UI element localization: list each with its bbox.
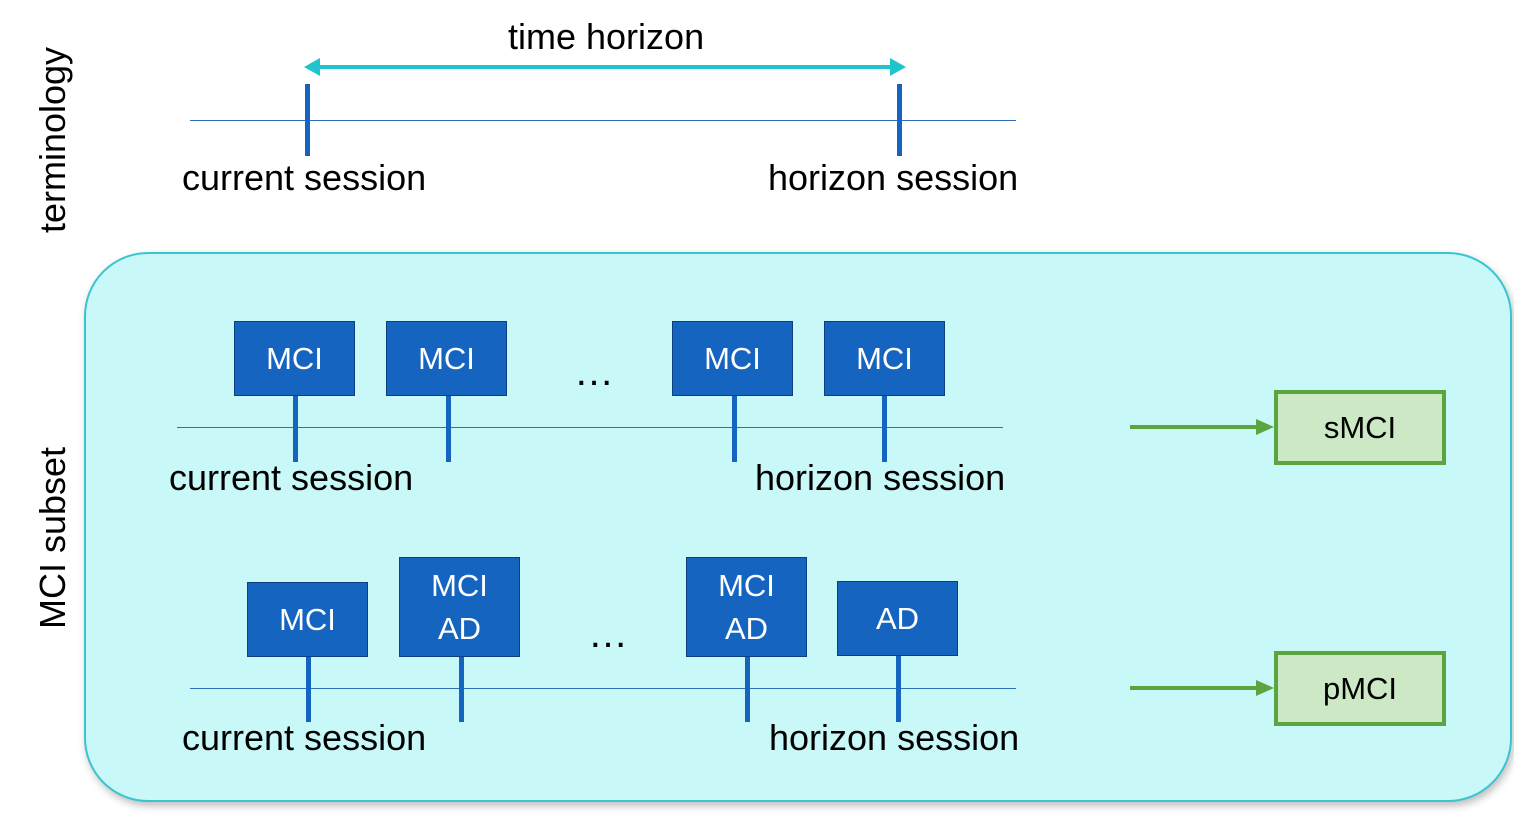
side-label-terminology: terminology [32,46,73,234]
row1-ellipsis: … [574,350,618,394]
row1-tick-4 [882,396,887,462]
terminology-horizon-label: horizon session [768,157,1019,198]
time-horizon-arrow [304,58,906,76]
row2-box-3-line2: AD [724,611,769,646]
row1-tick-1 [293,396,298,462]
row1-tick-2 [446,396,451,462]
smci-box: sMCI [1274,390,1446,465]
row2-tick-4 [896,656,901,722]
row1-box-1: MCI [234,321,355,396]
row1-tick-3 [732,396,737,462]
row2-outcome-arrow-line [1130,686,1260,690]
row2-tick-2 [459,656,464,722]
row1-current-label: current session [169,457,414,498]
row2-tick-1 [306,656,311,722]
row2-box-2-line1: MCI [431,567,488,603]
row1-outcome-arrow-line [1130,425,1260,429]
row1-horizon-label: horizon session [755,457,1006,498]
time-horizon-label: time horizon [508,16,705,57]
row2-ellipsis: … [588,612,632,656]
row2-box-4: AD [837,581,958,656]
row1-timeline [177,427,1003,428]
terminology-current-label: current session [182,157,427,198]
row1-box-4-label: MCI [856,340,913,376]
row1-box-3-label: MCI [704,340,761,376]
smci-label: sMCI [1323,409,1397,445]
row1-outcome-arrowhead [1256,419,1274,435]
terminology-current-tick [305,84,310,156]
terminology-horizon-tick [897,84,902,156]
row2-box-4-line1: AD [875,600,920,636]
row2-outcome-arrowhead [1256,680,1274,696]
pmci-box: pMCI [1274,651,1446,726]
row1-box-2: MCI [386,321,507,396]
row1-box-2-label: MCI [418,340,475,376]
row2-box-3: MCI AD [686,557,807,657]
row2-horizon-label: horizon session [769,717,1020,758]
row2-box-2: MCI AD [399,557,520,657]
row2-box-3-line1: MCI [718,567,775,603]
row1-box-3: MCI [672,321,793,396]
row2-box-1: MCI [247,582,368,657]
row2-current-label: current session [182,717,427,758]
row2-timeline [190,688,1016,689]
row2-tick-3 [745,656,750,722]
terminology-timeline [190,120,1016,121]
pmci-label: pMCI [1322,670,1398,706]
row1-box-1-label: MCI [266,340,323,376]
row1-box-4: MCI [824,321,945,396]
side-label-mci-subset: MCI subset [32,446,73,630]
row2-box-1-line1: MCI [279,601,336,637]
row2-box-2-line2: AD [437,611,482,646]
